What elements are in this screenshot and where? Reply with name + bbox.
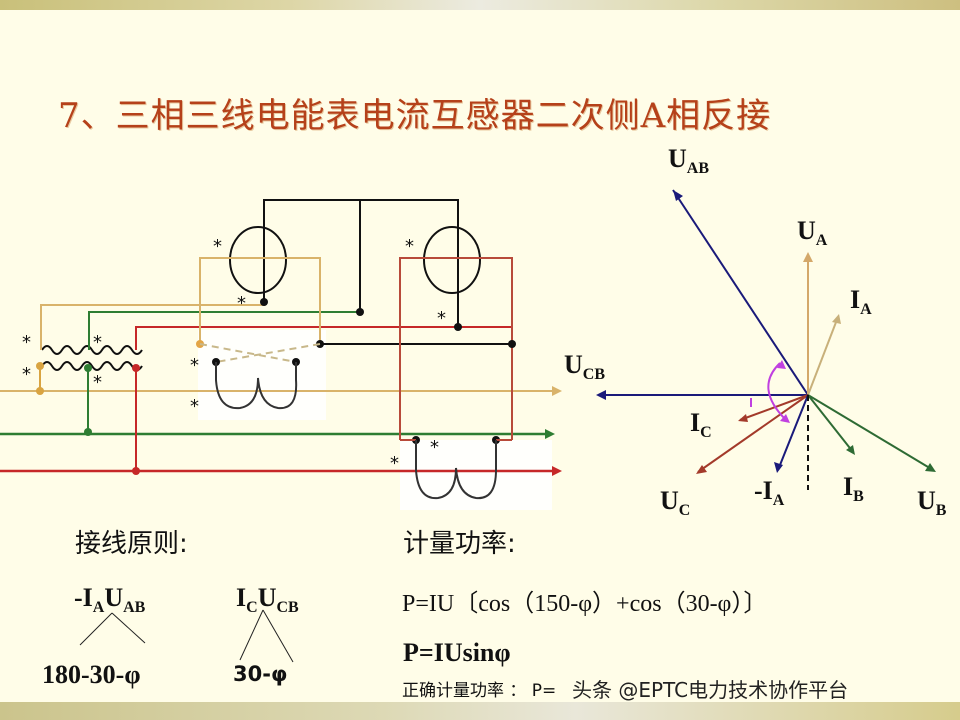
polarity-mark: * [237, 293, 246, 314]
pt-windings [41, 345, 143, 371]
polarity-mark: * [390, 453, 399, 474]
polarity-mark: * [213, 236, 222, 257]
ct-highlight-c [400, 440, 552, 510]
phasor-label-i-c: IC [690, 408, 712, 441]
phasor-label-i-a: IA [850, 285, 872, 318]
element2-angle: 30-φ [233, 662, 288, 686]
meter-element-1 [196, 199, 512, 410]
pt-junctions [36, 362, 140, 475]
phasor-label-u-b: UB [917, 486, 947, 519]
polarity-mark: * [93, 372, 102, 393]
phasor-label-neg-i-a: -IA [754, 476, 785, 509]
element1-terms: -IAUAB [74, 583, 146, 616]
metered-power-heading: 计量功率: [403, 529, 516, 559]
bottom-decorative-bar [0, 702, 960, 720]
polarity-mark: * [405, 236, 414, 257]
polarity-mark: * [437, 308, 446, 329]
meter-element-2 [399, 226, 516, 500]
polarity-mark: * [93, 332, 102, 353]
phasor-label-u-a: UA [797, 216, 828, 249]
element1-angle: 180-30-φ [42, 660, 141, 689]
polarity-mark: * [22, 332, 31, 353]
phasor-diagram [596, 189, 936, 490]
element2-terms: ICUCB [236, 583, 299, 616]
phasor-label-u-ab: UAB [668, 144, 710, 177]
phasor-label-u-cb: UCB [564, 350, 606, 383]
formula-expanded: P=IU〔cos（150-φ）+cos（30-φ）〕 [402, 591, 768, 617]
formula-simplified: P=IUsinφ [403, 638, 511, 667]
slide-title: 7、三相三线电能表电流互感器二次侧A相反接 [58, 96, 772, 136]
pt-leads [39, 304, 512, 471]
phasor-label-i-b: IB [843, 472, 864, 505]
polarity-mark: * [430, 437, 439, 458]
phasor-label-u-c: UC [660, 486, 691, 519]
top-decorative-bar [0, 0, 960, 10]
wiring-principle-heading: 接线原则: [75, 529, 188, 559]
polarity-mark: * [190, 396, 199, 417]
polarity-mark: * [22, 364, 31, 385]
ct-highlight-a [198, 330, 326, 420]
watermark: 头条 @EPTC电力技术协作平台 [572, 678, 849, 702]
correct-power-label: 正确计量功率 ： P= [402, 681, 557, 701]
polarity-mark: * [190, 355, 199, 376]
